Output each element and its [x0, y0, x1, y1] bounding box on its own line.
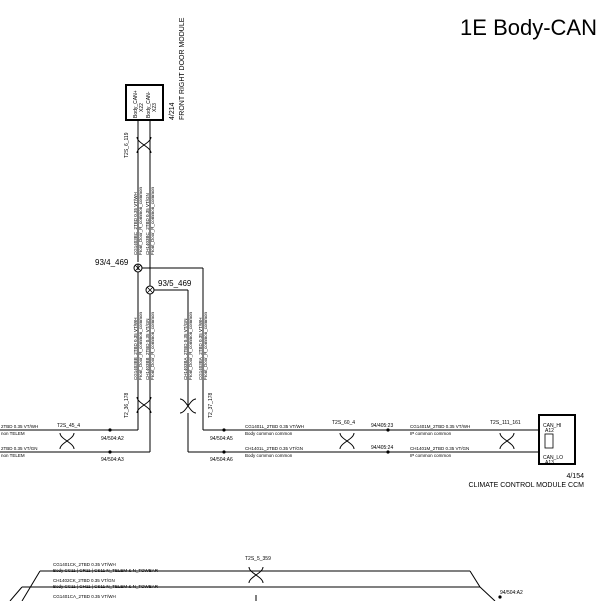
wire-label: non TELEM	[1, 453, 25, 458]
wire-label: Front_Door_R_common_common	[138, 311, 143, 380]
twist-label-t6: T2S_111_161	[490, 420, 521, 426]
wire-label: CH1402CK_2TBD 0.35 VT/GN	[53, 578, 115, 583]
connector-label-c3: 94/504:A5	[210, 436, 233, 442]
ccm-pin-hi-id: A12	[545, 428, 554, 434]
twist-label-t7: T2S_5_359	[245, 556, 271, 562]
wire-label: Front_Door_R_common_common	[203, 311, 208, 380]
twist-marker	[499, 432, 515, 450]
wire-label: CG1401L_2TBD 0.35 VT/WH	[245, 424, 304, 429]
door-module-name: FRONT RIGHT DOOR MODULE	[179, 17, 186, 120]
door-module-pin2-id: X23	[152, 103, 158, 112]
wire-label: 2TBD 0.35 VT/GN	[1, 446, 38, 451]
ccm-name: CLIMATE CONTROL MODULE CCM	[468, 482, 584, 489]
twist-marker	[59, 432, 75, 450]
wire-label: CG1401CA_2TBD 0.35 VT/WH	[53, 594, 116, 599]
ccm-pin-hi-name: CAN_HI	[543, 423, 561, 429]
connector-label-c4: 94/504:A6	[210, 457, 233, 463]
twist-marker	[248, 566, 264, 584]
wire-label: IP common common	[410, 431, 452, 436]
connector-label-c1: 94/504:A2	[101, 436, 124, 442]
wire-label: CH1401M_2TBD 0.35 VT/GN	[410, 446, 469, 451]
front-right-door-module: Body_CAN+ X22 Body_CAN- X23 4/214 FRONT …	[125, 17, 186, 121]
wire-label: Front_Door_R_common_common	[150, 186, 155, 255]
wire-label: CG1403BB_2TBD 0.35 VT/WH	[133, 317, 138, 380]
wire-label: Front_Door_R_common_common	[138, 186, 143, 255]
wire-label: Body CC11 | CH11 | CS11 N_TELEM & N_TOWB…	[53, 584, 159, 589]
wire-label: CH1403BC_2TBD 0.35 VT/GN	[145, 193, 150, 255]
wire-label: Body common common	[245, 431, 293, 436]
wire-label: IP common common	[410, 453, 452, 458]
twist-label-t1: T2S_6_119	[124, 132, 130, 158]
connector-label-c6: 94/405:24	[371, 445, 393, 451]
ccm-pin-lo-id: A13	[545, 460, 554, 466]
wire-label: CG1403BC_2TBD 0.35 VT/WH	[133, 192, 138, 255]
twist-label-t2: T2S_45_4	[57, 423, 80, 429]
splice-label-s2: 93/5_469	[158, 279, 192, 288]
door-module-pin1-id: X22	[139, 103, 145, 112]
wire-label: Body common common	[245, 453, 293, 458]
climate-control-module: CAN_HI A12 CAN_LO A13	[538, 414, 576, 466]
connector-label-c7: 94/504:A2	[500, 590, 523, 596]
wire-label: CG1403BA_2TBD 0.35 VT/WH	[198, 317, 203, 380]
door-module-pin2-name: Body_CAN-	[146, 91, 152, 118]
ccm-ref: 4/154	[566, 473, 584, 480]
twist-label-t3: T2_36_178	[124, 392, 130, 418]
wire-label: 2TBD 0.35 VT/WH	[1, 424, 38, 429]
twist-label-t4: T2_37_178	[208, 392, 214, 418]
twist-marker	[136, 396, 152, 414]
twist-marker	[339, 432, 355, 450]
twist-label-t5: T2S_60_4	[332, 420, 355, 426]
connector-label-c2: 94/504:A3	[101, 457, 124, 463]
wire-label: Body CC11 | CR11 | CS11 N_TELEM & N_TOWB…	[53, 568, 159, 573]
door-module-pin1-name: Body_CAN+	[133, 90, 139, 118]
wire-label: CH1403BB_2TBD 0.35 VT/GN	[145, 318, 150, 380]
wire-label: CH1403BA_2TBD 0.35 VT/GN	[183, 318, 188, 380]
splice-2	[145, 285, 155, 295]
twist-marker	[136, 136, 152, 154]
ccm-pin-lo-name: CAN_LO	[543, 455, 563, 461]
wire-label: non TELEM	[1, 431, 25, 436]
wire-label: CG1401CK_2TBD 0.35 VT/WH	[53, 562, 116, 567]
connector-label-c5: 94/405:23	[371, 423, 393, 429]
splice-label-s1: 93/4_469	[95, 258, 129, 267]
wire-label: Front_Door_R_common_common	[150, 311, 155, 380]
door-module-ref: 4/214	[169, 102, 176, 120]
wire-label: Front_Door_R_common_common	[188, 311, 193, 380]
wire-label: CG1401M_2TBD 0.35 VT/WH	[410, 424, 470, 429]
diagram-title: 1E Body-CAN	[460, 15, 597, 40]
wire-label: CH1401L_2TBD 0.35 VT/GN	[245, 446, 303, 451]
